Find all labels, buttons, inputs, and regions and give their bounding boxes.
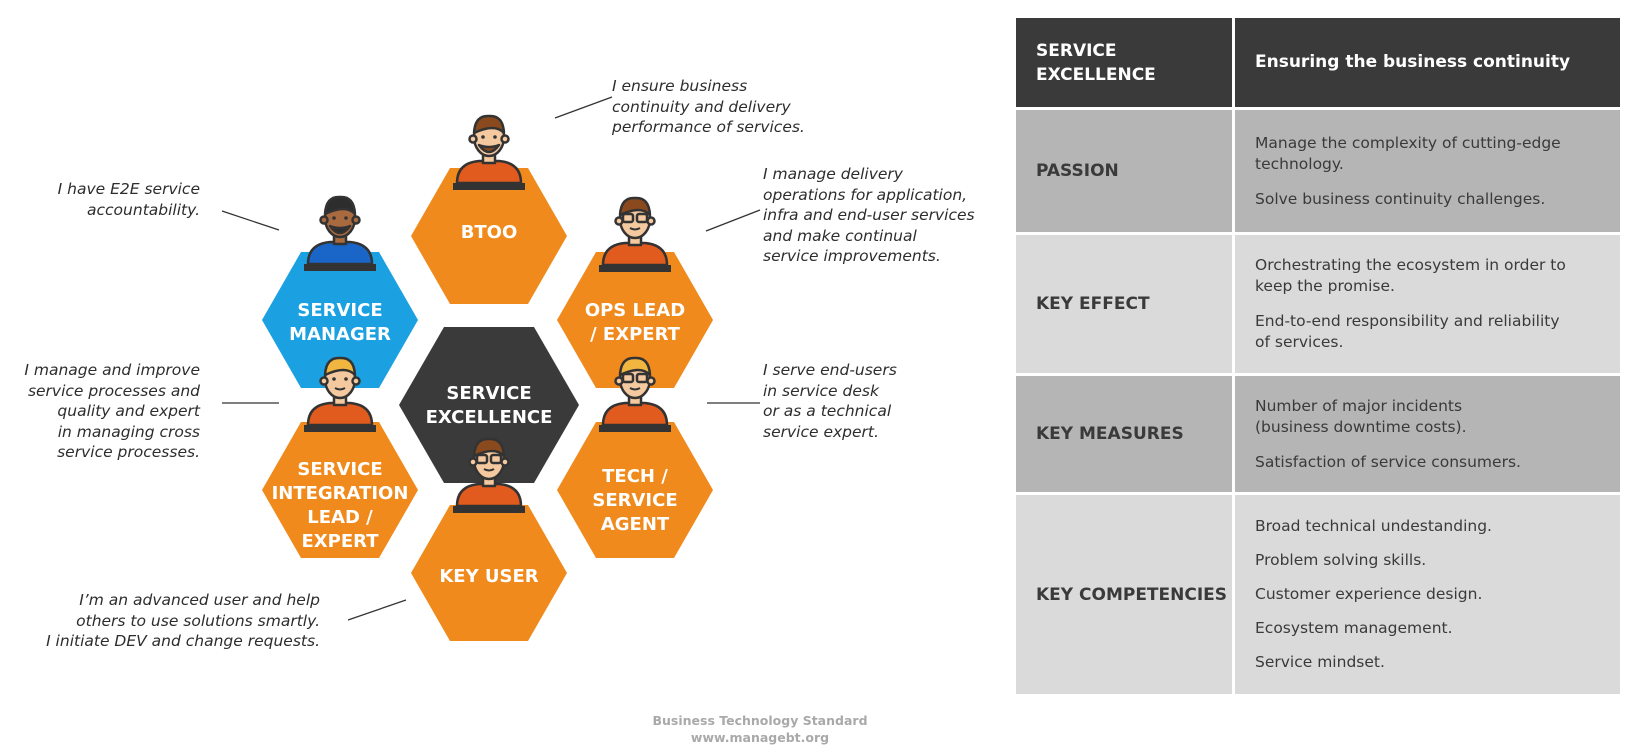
hex-label-keyuser: KEY USER	[439, 566, 538, 587]
row-item: Number of major incidents (business down…	[1255, 396, 1467, 436]
table-row-key-effect: KEY EFFECT Orchestrating the ecosystem i…	[1016, 235, 1620, 373]
footer: Business Technology Standard www.manageb…	[640, 712, 880, 746]
quote-key-user: I’m an advanced user and help others to …	[46, 591, 320, 650]
table-header-subtitle: Ensuring the business continuity	[1235, 18, 1620, 107]
footer-url: www.managebt.org	[690, 730, 830, 745]
row-label: KEY COMPETENCIES	[1036, 584, 1228, 605]
connector-lines	[221, 96, 761, 621]
row-content: Orchestrating the ecosystem in order to …	[1235, 235, 1620, 373]
table-row-key-measures: KEY MEASURES Number of major incidents (…	[1016, 376, 1620, 492]
quote-btoo: I ensure business continuity and deliver…	[612, 77, 805, 136]
row-item: Problem solving skills.	[1255, 551, 1427, 569]
avatar-btoo-icon	[453, 114, 525, 190]
table-header-title: SERVICE EXCELLENCE	[1036, 40, 1156, 85]
quote-ops-lead: I manage delivery operations for applica…	[763, 165, 975, 265]
row-item: Service mindset.	[1255, 653, 1385, 671]
hex-center	[399, 327, 579, 483]
row-content: Broad technical undestanding. Problem so…	[1235, 495, 1620, 694]
table-row-passion: PASSION Manage the complexity of cutting…	[1016, 110, 1620, 232]
quote-tech-agent: I serve end-users in service desk or as …	[763, 361, 897, 441]
hex-tech	[557, 422, 713, 558]
row-item: Broad technical undestanding.	[1255, 517, 1492, 535]
row-item: Orchestrating the ecosystem in order to …	[1255, 256, 1566, 295]
hex-label-btoo: BTOO	[461, 222, 518, 243]
row-label: PASSION	[1036, 161, 1119, 181]
connector-ops	[705, 209, 761, 232]
row-item: Manage the complexity of cutting-edge te…	[1255, 133, 1561, 173]
avatar-service-manager-icon	[304, 195, 376, 271]
avatar-ops-lead-icon	[599, 196, 671, 272]
connector-keyuser	[347, 599, 407, 621]
hex-btoo	[411, 168, 567, 304]
row-item: Solve business continuity challenges.	[1255, 189, 1546, 208]
avatar-tech-agent-icon	[599, 356, 671, 432]
connector-sm	[221, 210, 280, 231]
hex-sil	[262, 422, 418, 558]
table-header-subtitle-text: Ensuring the business continuity	[1255, 52, 1571, 72]
hex-sm	[262, 252, 418, 388]
table-row-key-competencies: KEY COMPETENCIES Broad technical undesta…	[1016, 495, 1620, 694]
row-item: Customer experience design.	[1255, 585, 1483, 603]
connector-btoo	[554, 96, 613, 119]
hex-keyuser	[411, 505, 567, 641]
row-content: Manage the complexity of cutting-edge te…	[1235, 110, 1620, 232]
row-label: KEY MEASURES	[1036, 424, 1184, 444]
row-item: Ecosystem management.	[1255, 619, 1453, 637]
row-item: End-to-end responsibility and reliabilit…	[1255, 312, 1560, 351]
hex-ops	[557, 252, 713, 388]
row-label: KEY EFFECT	[1036, 294, 1150, 314]
quote-service-integration-lead: I manage and improve service processes a…	[24, 361, 200, 461]
quote-service-manager: I have E2E service accountability.	[57, 180, 200, 219]
hex-label-ops: OPS LEAD/ EXPERT	[585, 300, 685, 345]
row-item: Satisfaction of service consumers.	[1255, 452, 1521, 471]
row-content: Number of major incidents (business down…	[1235, 376, 1620, 492]
footer-title: Business Technology Standard	[652, 713, 868, 728]
profile-table: SERVICE EXCELLENCE Ensuring the business…	[1016, 18, 1620, 694]
avatar-service-integration-icon	[304, 356, 376, 432]
table-header-row: SERVICE EXCELLENCE Ensuring the business…	[1016, 18, 1620, 107]
avatar-key-user-icon	[453, 437, 525, 513]
